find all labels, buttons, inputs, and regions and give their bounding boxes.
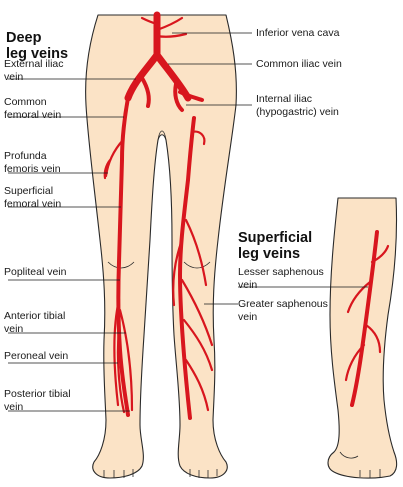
side-leg-branches [344,244,390,382]
superficial-veins-title: Superficial leg veins [238,230,313,262]
left-internal-iliac-vessel [140,76,151,108]
right-saphenous-branches [172,218,214,412]
right-toes [189,469,218,478]
side-leg-toes [359,469,381,478]
right-knee-line [183,261,211,269]
left-knee-line [107,261,135,269]
label-lesser-saphenous: Lesser saphenous vein [238,266,324,291]
label-greater-saphenous: Greater saphenous vein [238,298,328,323]
label-internal-iliac: Internal iliac (hypogastric) vein [256,93,339,118]
label-posterior-tibial: Posterior tibial vein [4,388,71,413]
label-common-femoral: Common femoral vein [4,96,62,121]
side-leg-heel [339,451,359,459]
deep-veins-title: Deep leg veins [6,30,69,62]
front-legs-outline [85,14,237,479]
right-femoral-vessel [178,116,196,420]
deep-veins [103,11,214,420]
label-anterior-tibial: Anterior tibial vein [4,310,66,335]
lesser-saphenous-vessel [350,230,379,407]
front-legs [85,14,237,479]
label-popliteal: Popliteal vein [4,266,67,278]
left-common-iliac-vessel [124,51,161,102]
label-common-iliac: Common iliac vein [256,58,342,70]
crotch-line [157,130,167,141]
left-tibial-vessels [113,298,134,414]
left-toes [103,469,134,478]
right-femoral-branch-top [190,130,206,146]
label-external-iliac: External iliac vein [4,58,64,83]
leader-lines [8,32,368,412]
label-profunda-femoris: Profunda femoris vein [4,150,61,175]
label-peroneal: Peroneal vein [4,350,69,362]
left-profunda-vessel [103,138,125,180]
left-femoral-vessel [116,96,130,417]
superficial-veins-side [344,230,390,407]
label-inferior-vena-cava: Inferior vena cava [256,27,340,39]
label-superficial-femoral: Superficial femoral vein [4,185,62,210]
ivc-tributaries [140,16,188,38]
right-internal-iliac-vessel [173,82,204,112]
